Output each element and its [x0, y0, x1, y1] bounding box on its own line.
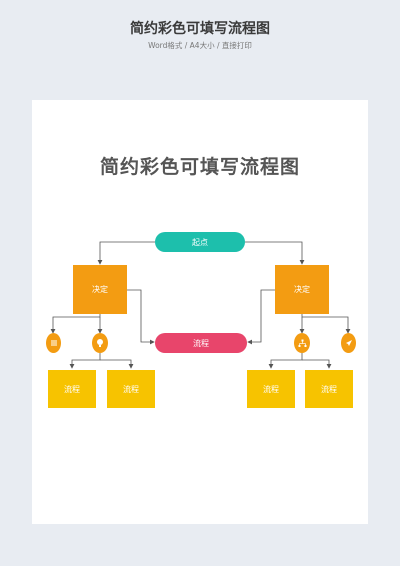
edge-start-right	[245, 241, 305, 265]
bulb-icon[interactable]	[92, 333, 108, 353]
page-header-title: 简约彩色可填写流程图	[130, 21, 270, 37]
start-node[interactable]: 起点	[155, 232, 245, 252]
edge-net-proc2	[302, 359, 332, 369]
process-node-center[interactable]: 流程	[155, 333, 247, 353]
decision-node-right[interactable]: 决定	[275, 265, 329, 314]
edge-bulb-procs	[69, 353, 101, 369]
edge-start-left	[97, 241, 155, 265]
process-node-left-1[interactable]: 流程	[48, 370, 96, 408]
edge-right-center	[247, 289, 276, 345]
edge-net-procs	[268, 353, 303, 369]
list-icon[interactable]	[46, 333, 61, 353]
process-node-left-2[interactable]: 流程	[107, 370, 155, 408]
process-node-right-2[interactable]: 流程	[305, 370, 353, 408]
page-header-subtitle: Word格式 / A4大小 / 直接打印	[148, 41, 252, 50]
edge-right-circles	[301, 314, 351, 334]
network-icon[interactable]	[294, 333, 310, 353]
edge-bulb-proc2	[100, 359, 134, 369]
edge-left-center	[125, 289, 155, 345]
document-card: 简约彩色可填写流程图 起点	[32, 100, 368, 524]
process-node-right-1[interactable]: 流程	[247, 370, 295, 408]
decision-node-left[interactable]: 决定	[73, 265, 127, 314]
connector-lines	[50, 241, 351, 369]
send-icon[interactable]	[341, 333, 356, 353]
edge-left-circles	[50, 314, 101, 334]
document-title: 简约彩色可填写流程图	[99, 156, 300, 178]
